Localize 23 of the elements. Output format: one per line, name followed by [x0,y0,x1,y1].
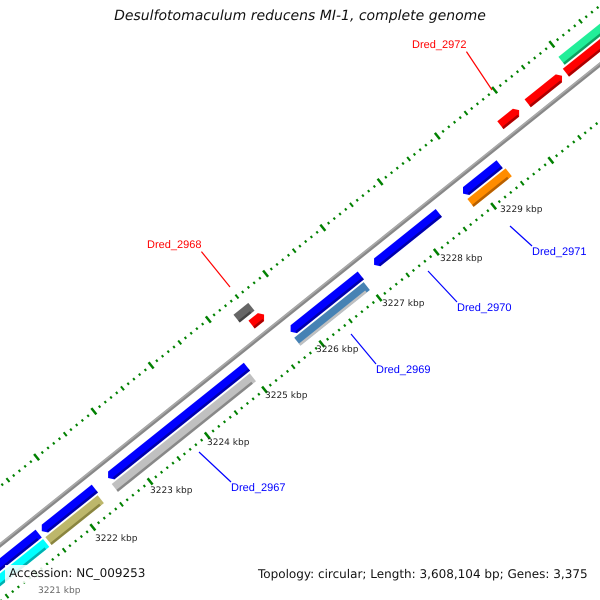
leader-line [198,452,232,482]
leader-line [510,226,532,246]
gene-label: Dred_2967 [231,482,286,495]
leader-line [200,251,230,288]
genome-info-text: Topology: circular; Length: 3,608,104 bp; Genes: 3,375 [258,568,588,582]
leader-line [466,51,492,90]
gene-label: Dred_2968 [147,239,202,252]
tick-label: 3229 kbp [500,205,542,216]
gene-label: Dred_2972 [412,39,466,52]
tick-label: 3224 kbp [207,438,250,448]
tick-label: 3227 kbp [382,299,424,310]
tick-label: 3228 kbp [440,254,482,264]
gene-label: Dred_2970 [457,302,512,315]
gene-label: Dred_2969 [376,364,430,377]
leader-line [350,334,376,364]
tick-label: 3223 kbp [150,486,192,496]
leader-line [428,270,458,302]
title-text: Desulfotomaculum reducens MI-1, complete genome [113,8,487,24]
tick-label: 3221 kbp [38,586,80,596]
tick-label: 3226 kbp [316,345,358,356]
gene-label: Dred_2971 [532,246,586,259]
tick-label: 3222 kbp [95,534,138,544]
tick-label: 3225 kbp [265,391,308,402]
